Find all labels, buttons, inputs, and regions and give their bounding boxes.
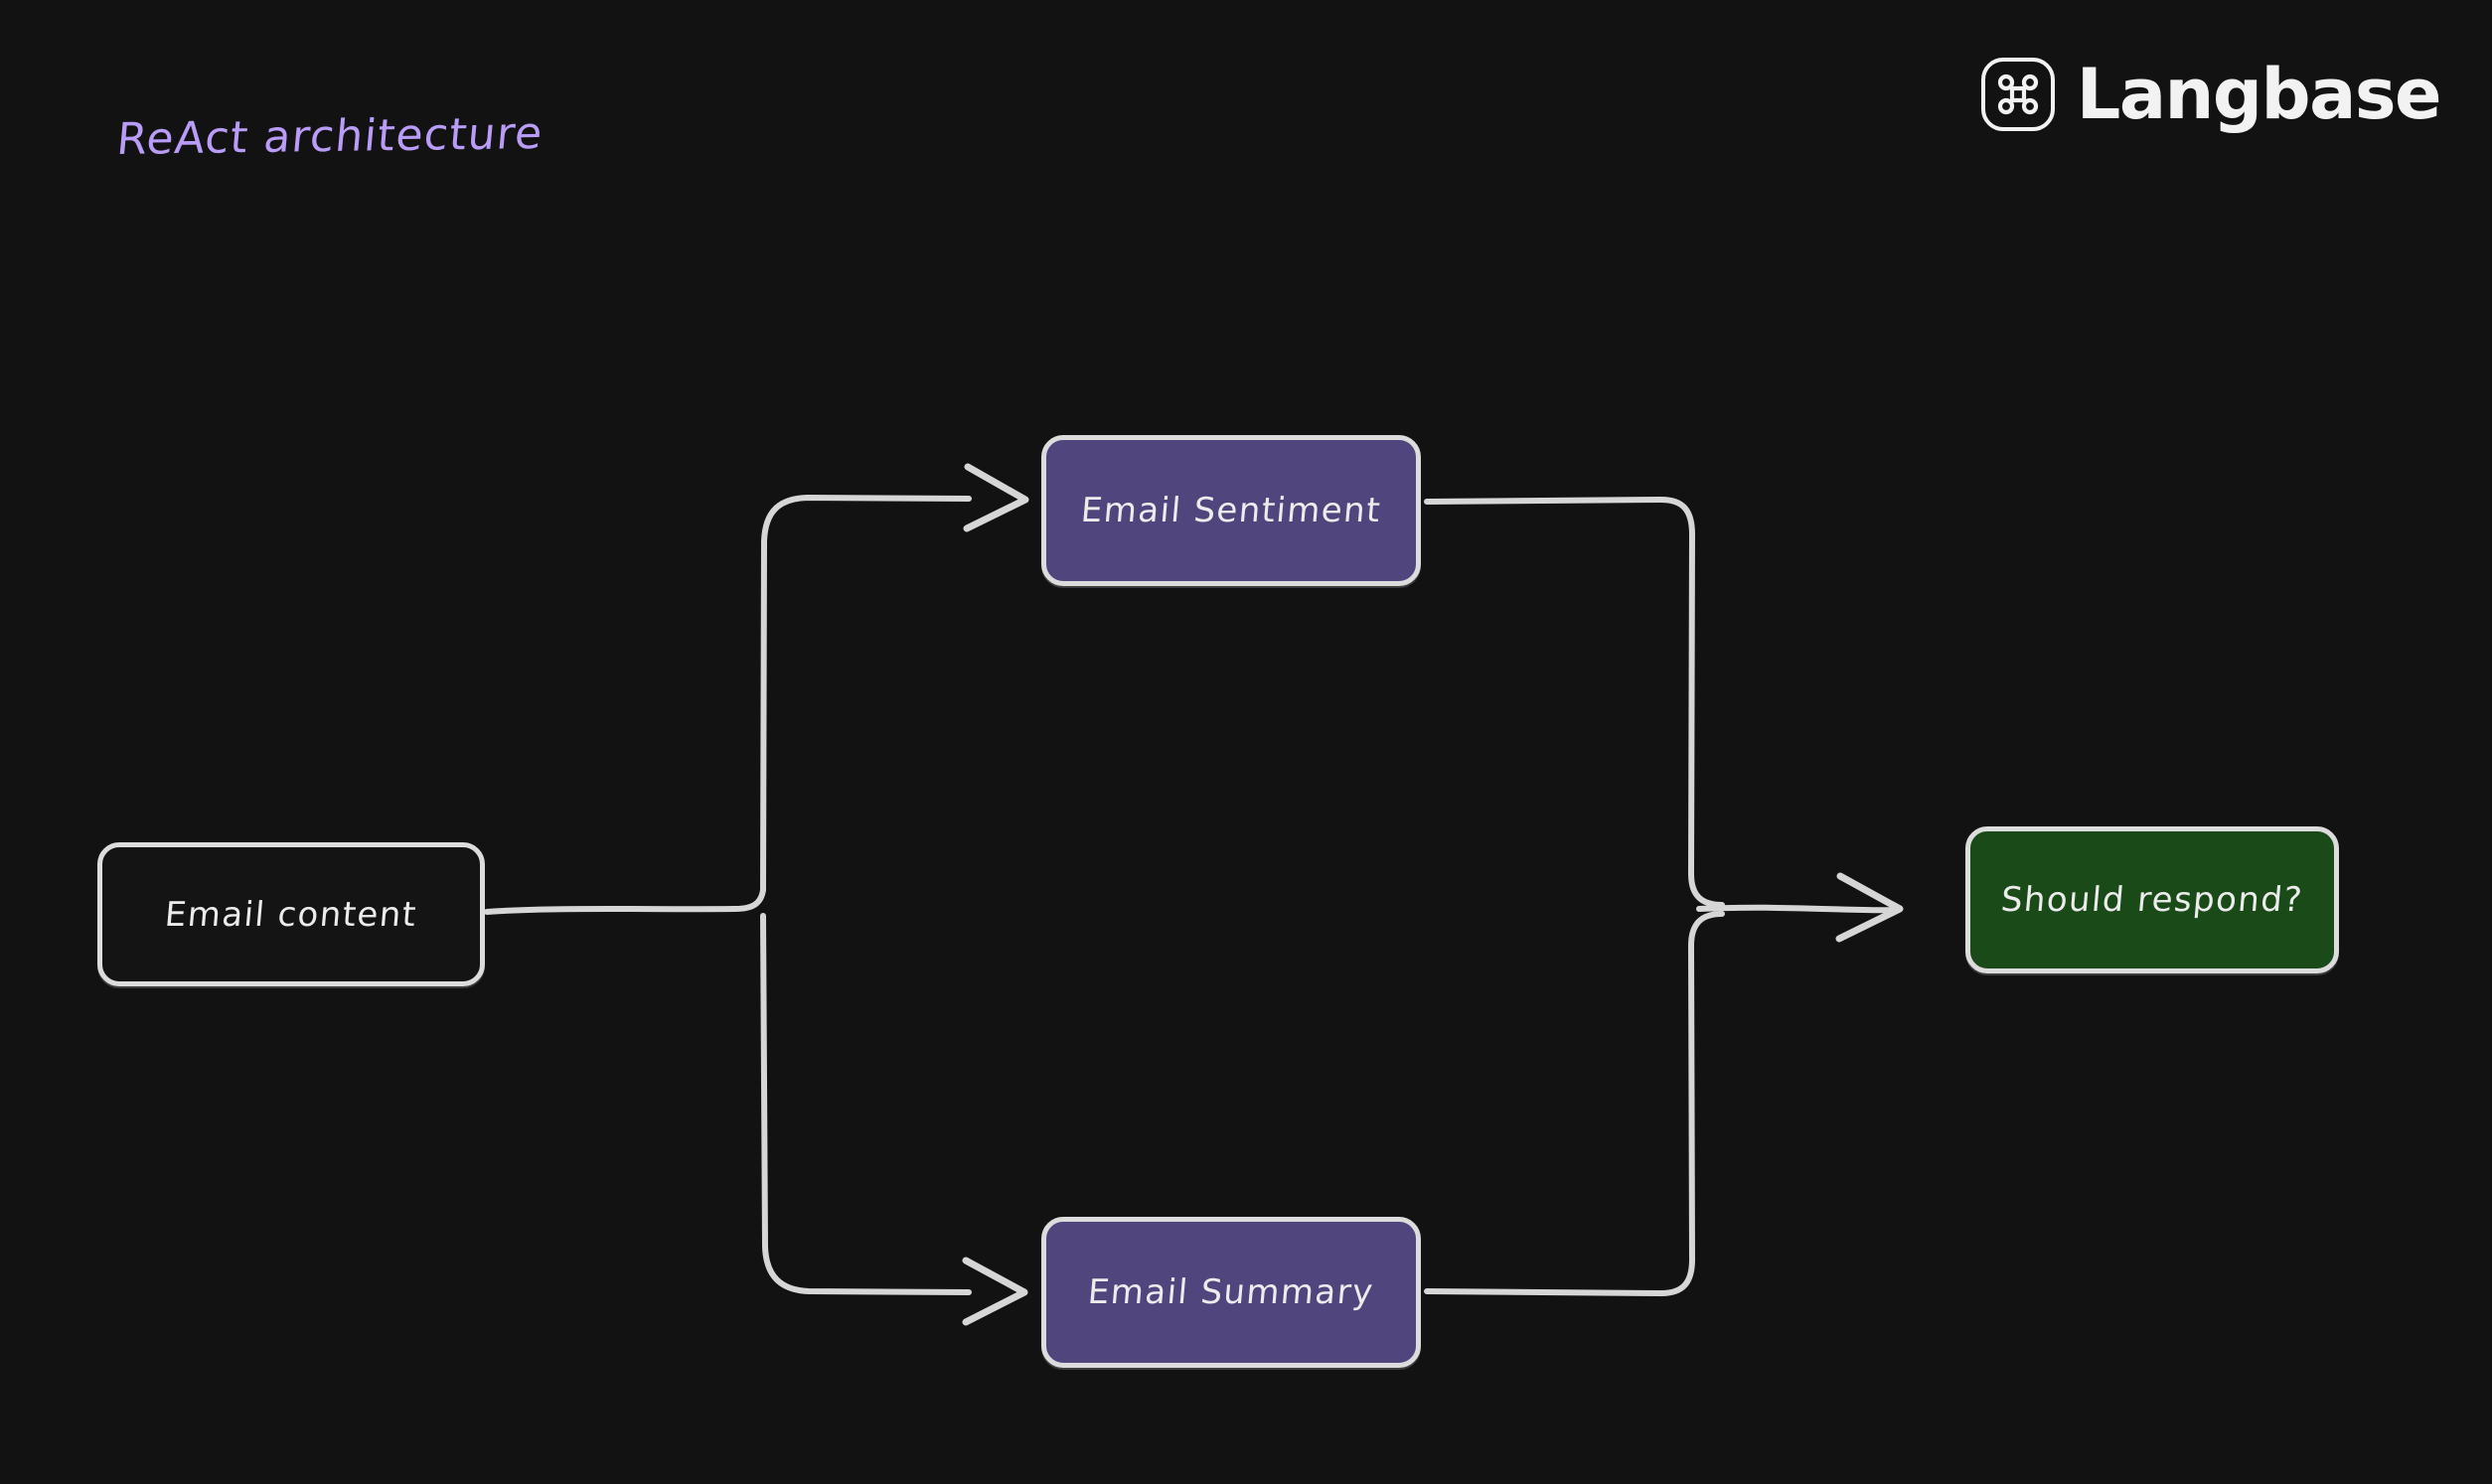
brand-name: Langbase [2076, 54, 2442, 135]
node-should-respond[interactable]: Should respond? [1965, 826, 2339, 973]
edge-content-to-sentiment [760, 495, 972, 893]
edge-content-to-summary [760, 913, 972, 1295]
node-email-content-label: Email content [163, 894, 419, 935]
brand-lockup: Langbase [1980, 54, 2442, 135]
node-should-respond-label: Should respond? [1999, 880, 2305, 920]
arrowhead-to-decision [1835, 872, 1904, 943]
arrowhead-to-sentiment [963, 463, 1029, 532]
edge-summary-to-decision [1424, 911, 1725, 1296]
command-key-icon [1980, 58, 2055, 131]
node-email-content[interactable]: Email content [97, 842, 485, 986]
node-email-summary-label: Email Summary [1086, 1272, 1376, 1312]
arrowhead-to-summary [962, 1257, 1028, 1326]
node-email-summary[interactable]: Email Summary [1041, 1217, 1421, 1368]
node-email-sentiment[interactable]: Email Sentiment [1041, 435, 1421, 586]
edge-merge-to-decision [1696, 904, 1897, 914]
edge-sentiment-to-decision [1424, 497, 1725, 908]
edge-content-trunk [484, 887, 766, 915]
node-email-sentiment-label: Email Sentiment [1079, 491, 1383, 530]
